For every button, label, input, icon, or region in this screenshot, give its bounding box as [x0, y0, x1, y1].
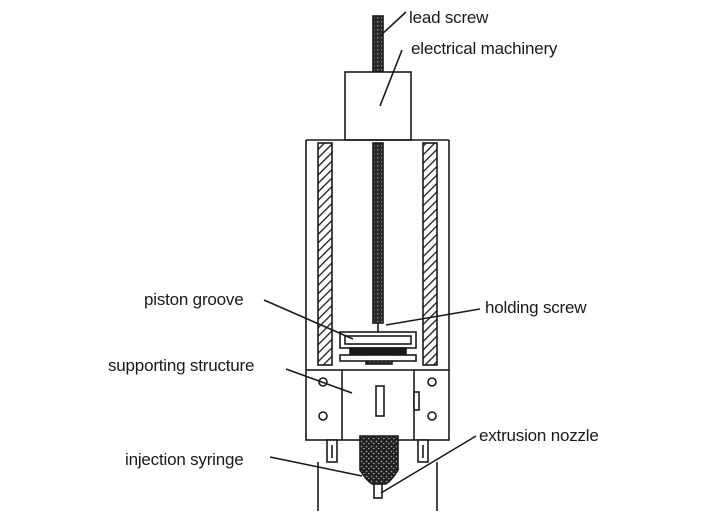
extrusion-nozzle [373, 483, 383, 499]
left-guide-rail [317, 142, 333, 366]
label-supporting-structure: supporting structure [108, 356, 255, 375]
leader-injection-syringe [269, 456, 363, 477]
label-piston-groove: piston groove [144, 290, 244, 309]
leader-holding-screw [385, 308, 481, 326]
lead-screw-top [372, 15, 384, 73]
leader-supporting-structure [285, 368, 353, 394]
piston-groove [349, 347, 407, 355]
label-lead-screw: lead screw [409, 8, 489, 27]
label-electrical-machinery: electrical machinery [411, 39, 558, 58]
label-extrusion-nozzle: extrusion nozzle [479, 426, 599, 445]
label-holding-screw: holding screw [485, 298, 587, 317]
leader-electrical-machinery [379, 49, 403, 107]
clamp-slot [375, 385, 385, 417]
electrical-machinery-box [344, 71, 412, 141]
bolt-icon [318, 411, 328, 421]
lead-screw-inner [372, 142, 384, 324]
right-guide-rail [422, 142, 438, 366]
label-injection-syringe: injection syringe [125, 450, 244, 469]
bolt-icon [427, 411, 437, 421]
leader-extrusion-nozzle [380, 435, 477, 494]
leader-piston-groove [263, 299, 354, 340]
injection-syringe [359, 435, 399, 485]
bolt-icon [318, 377, 328, 387]
bolt-icon [427, 377, 437, 387]
leader-lead-screw [379, 11, 407, 37]
